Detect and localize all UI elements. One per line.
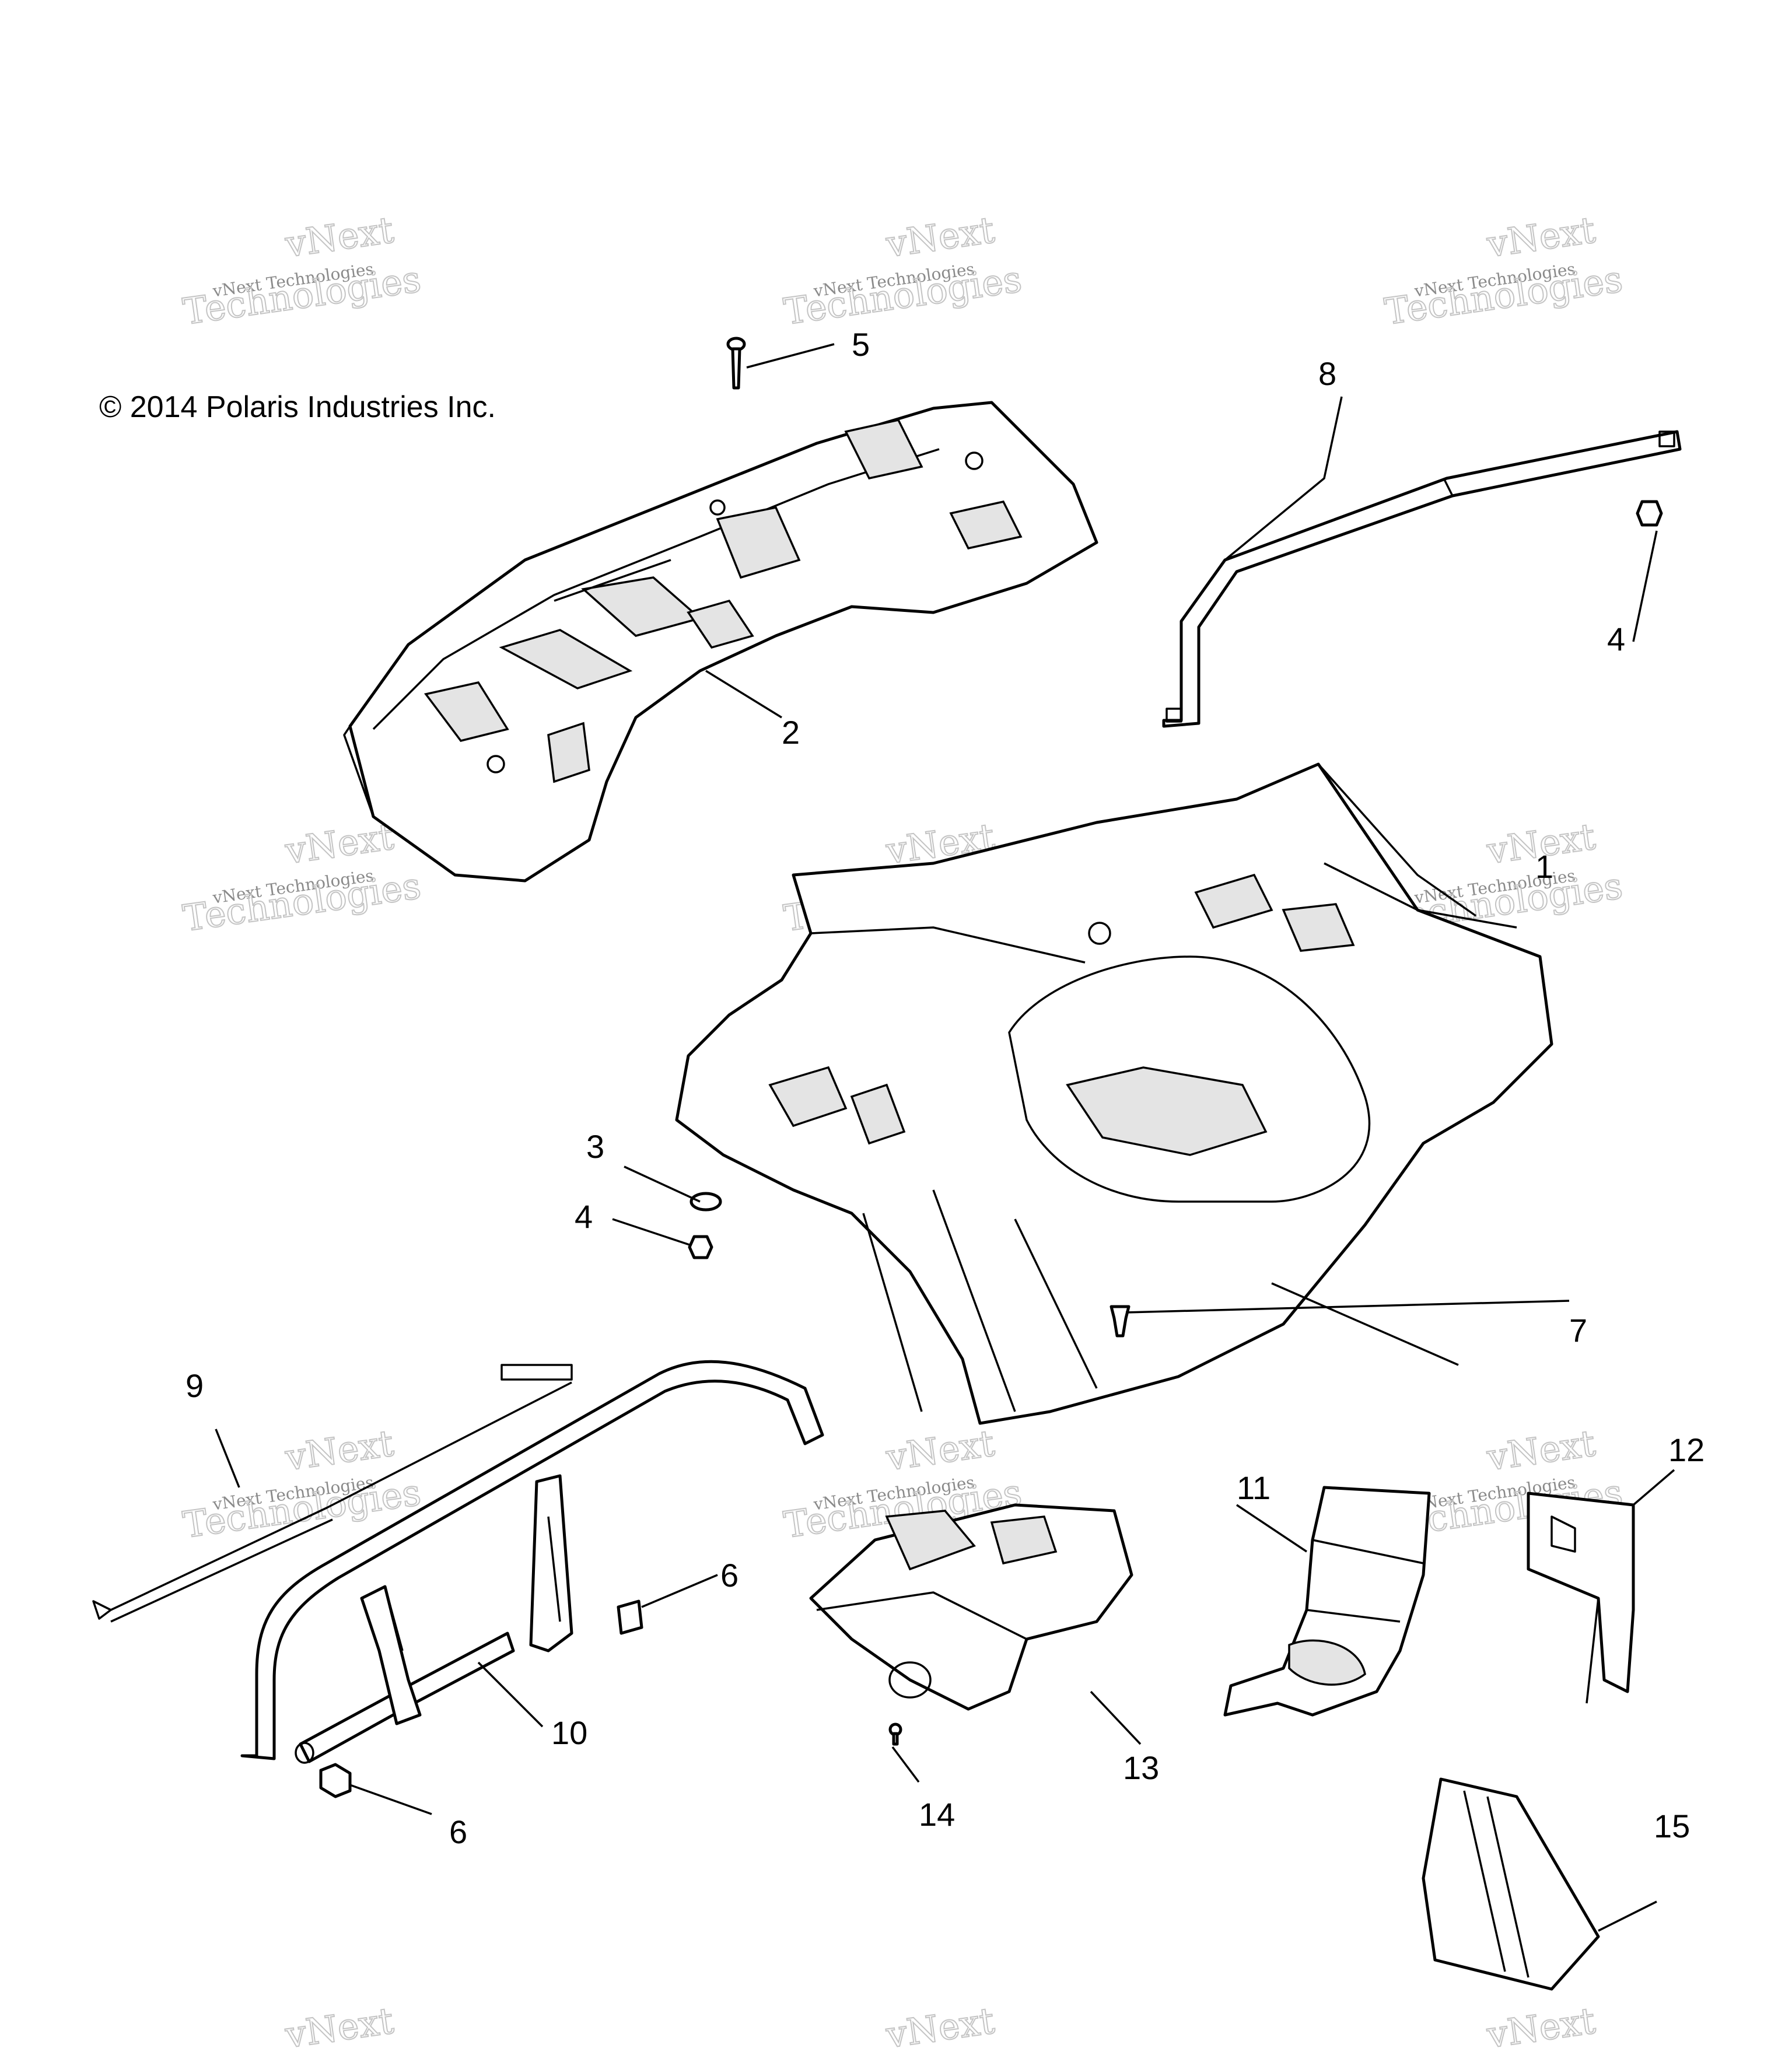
watermark-big-line: vNext: [883, 208, 997, 265]
callout-6-lower: 6: [449, 1814, 467, 1850]
part-13-side-panel[interactable]: [809, 1503, 1133, 1711]
part-7-push-rivet[interactable]: [1110, 1305, 1130, 1338]
part-4-nut-upper[interactable]: [1636, 500, 1663, 527]
watermark-big-line: vNext: [282, 1999, 396, 2048]
watermark-big-line: vNext: [282, 1422, 396, 1479]
part-1-rear-fender[interactable]: [675, 762, 1553, 1425]
callout-14: 14: [919, 1796, 955, 1833]
callout-12: 12: [1668, 1431, 1704, 1468]
part-4-nut-lower[interactable]: [688, 1235, 713, 1259]
callout-3: 3: [586, 1128, 604, 1165]
watermark-big-line: vNext: [1484, 1999, 1598, 2048]
part-9-grab-bar-left[interactable]: [92, 1360, 824, 1760]
watermark-big-line: vNext: [883, 1422, 997, 1479]
callout-10: 10: [551, 1714, 587, 1751]
part-3-washer[interactable]: [690, 1192, 722, 1212]
callout-7: 7: [1569, 1312, 1587, 1349]
part-6-bolt-lower[interactable]: [319, 1763, 352, 1798]
part-12-splash-panel[interactable]: [1527, 1492, 1635, 1704]
callout-6-upper: 6: [720, 1557, 738, 1594]
callout-5: 5: [852, 326, 870, 363]
callout-labels: 1 2 3 4 4 5 6 6 7 8 9 10 11 12 13 14 15: [186, 326, 1704, 1850]
part-5-screw[interactable]: [726, 337, 746, 390]
part-2-rear-rack[interactable]: [343, 401, 1098, 883]
callout-13: 13: [1123, 1749, 1159, 1786]
part-10-bracket[interactable]: [295, 1474, 573, 1764]
callout-15: 15: [1654, 1808, 1690, 1844]
watermark-big-line: vNext: [282, 815, 396, 872]
part-8-grab-bar-right[interactable]: [1162, 430, 1682, 728]
watermark-big-line: vNext: [1484, 1422, 1598, 1479]
watermark-big-line: vNext: [883, 1999, 997, 2048]
watermark-big-line: vNext: [282, 208, 396, 265]
callout-2: 2: [782, 714, 800, 751]
callout-9: 9: [186, 1367, 204, 1404]
callout-1: 1: [1535, 848, 1553, 885]
callout-4-upper: 4: [1607, 621, 1625, 657]
watermark-big-line: vNext: [1484, 208, 1598, 265]
part-14-screw[interactable]: [888, 1723, 902, 1746]
part-15-cover[interactable]: [1422, 1777, 1600, 1991]
copyright-notice: © 2014 Polaris Industries Inc.: [99, 390, 496, 424]
callout-11: 11: [1237, 1469, 1270, 1506]
part-11-splash-shield[interactable]: [1223, 1486, 1431, 1717]
leader-lines: [215, 343, 1675, 1932]
callout-4-lower: 4: [575, 1198, 593, 1235]
callout-8: 8: [1318, 355, 1336, 392]
part-6-bolt-upper[interactable]: [617, 1599, 643, 1635]
